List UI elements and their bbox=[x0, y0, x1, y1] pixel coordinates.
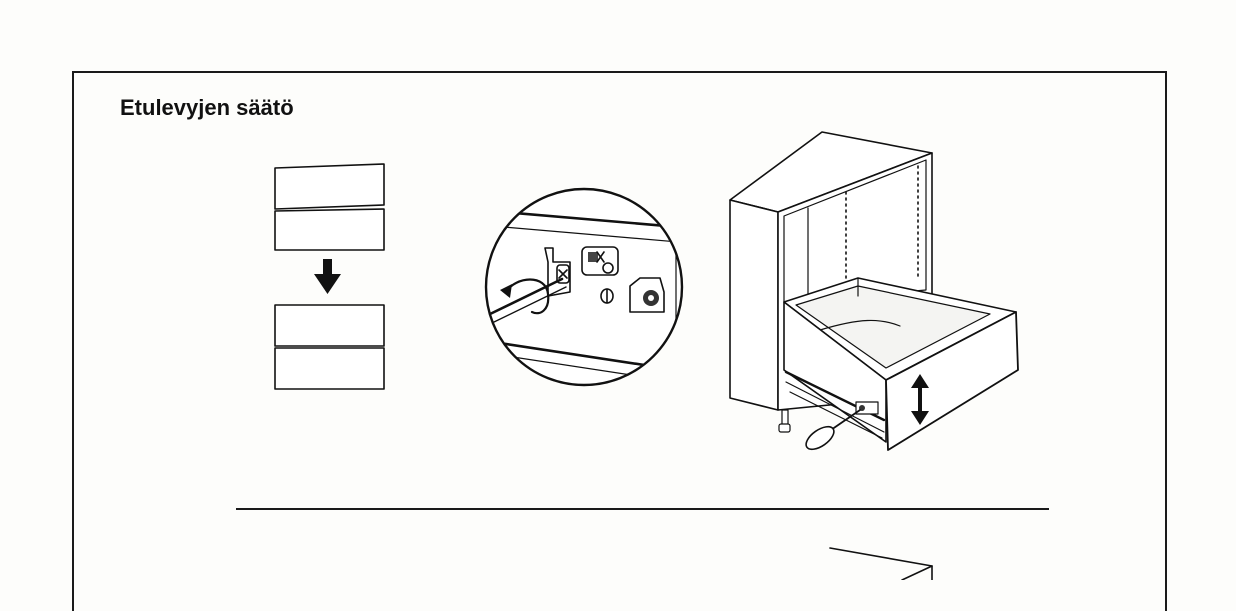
down-arrow-icon bbox=[314, 259, 341, 294]
section-title: Etulevyjen säätö bbox=[120, 95, 294, 120]
cabinet-drawer-illustration bbox=[729, 131, 1019, 451]
zoom-detail-circle bbox=[484, 187, 684, 387]
misaligned-fronts-illustration bbox=[274, 163, 385, 251]
next-cabinet-partial bbox=[829, 547, 933, 580]
adjust-height-arrow-icon bbox=[911, 374, 929, 425]
illustration-canvas bbox=[274, 131, 1019, 580]
section-divider bbox=[236, 508, 1049, 510]
aligned-fronts-illustration bbox=[274, 304, 385, 390]
instruction-frame bbox=[72, 71, 1167, 611]
